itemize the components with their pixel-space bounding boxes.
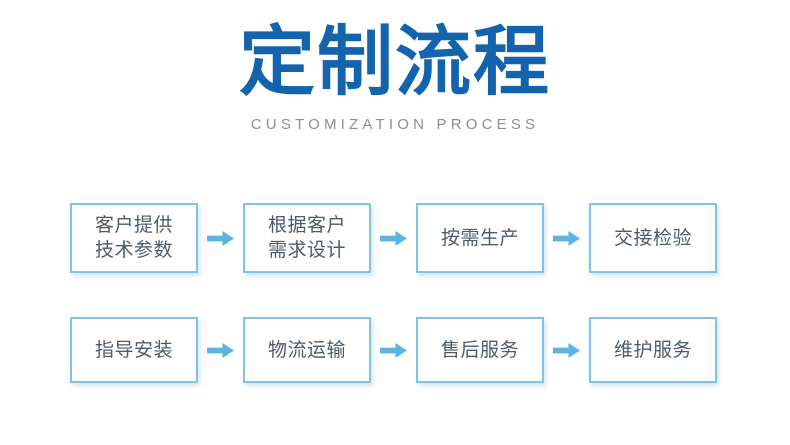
step-box[interactable]: 客户提供 技术参数: [70, 203, 198, 273]
arrow-right-icon: [371, 203, 416, 273]
arrow-right-icon: [544, 203, 589, 273]
step-label: 客户提供 技术参数: [94, 214, 173, 261]
header: 定制流程 CUSTOMIZATION PROCESS: [0, 18, 790, 134]
step-box[interactable]: 售后服务: [416, 317, 544, 383]
step-label: 售后服务: [440, 338, 519, 361]
step-label: 按需生产: [440, 226, 519, 249]
step-box[interactable]: 交接检验: [589, 203, 717, 273]
step-label: 物流运输: [267, 338, 346, 361]
page-title: 定制流程: [239, 17, 551, 106]
arrow-right-icon: [371, 315, 416, 385]
step-label: 指导安装: [94, 338, 173, 361]
arrow-right-icon: [198, 315, 243, 385]
flow-row-2: 指导安装 物流运输 售后服务 维护服务: [70, 315, 717, 385]
page-subtitle: CUSTOMIZATION PROCESS: [250, 116, 540, 133]
step-label: 交接检验: [613, 226, 692, 249]
step-label: 根据客户 需求设计: [267, 214, 346, 261]
step-box[interactable]: 指导安装: [70, 317, 198, 383]
flow-row-1: 客户提供 技术参数 根据客户 需求设计 按需生产 交接检验: [70, 203, 717, 273]
arrow-right-icon: [544, 315, 589, 385]
step-box[interactable]: 维护服务: [589, 317, 717, 383]
step-label: 维护服务: [613, 338, 692, 361]
arrow-right-icon: [198, 203, 243, 273]
step-box[interactable]: 物流运输: [243, 317, 371, 383]
step-box[interactable]: 按需生产: [416, 203, 544, 273]
step-box[interactable]: 根据客户 需求设计: [243, 203, 371, 273]
